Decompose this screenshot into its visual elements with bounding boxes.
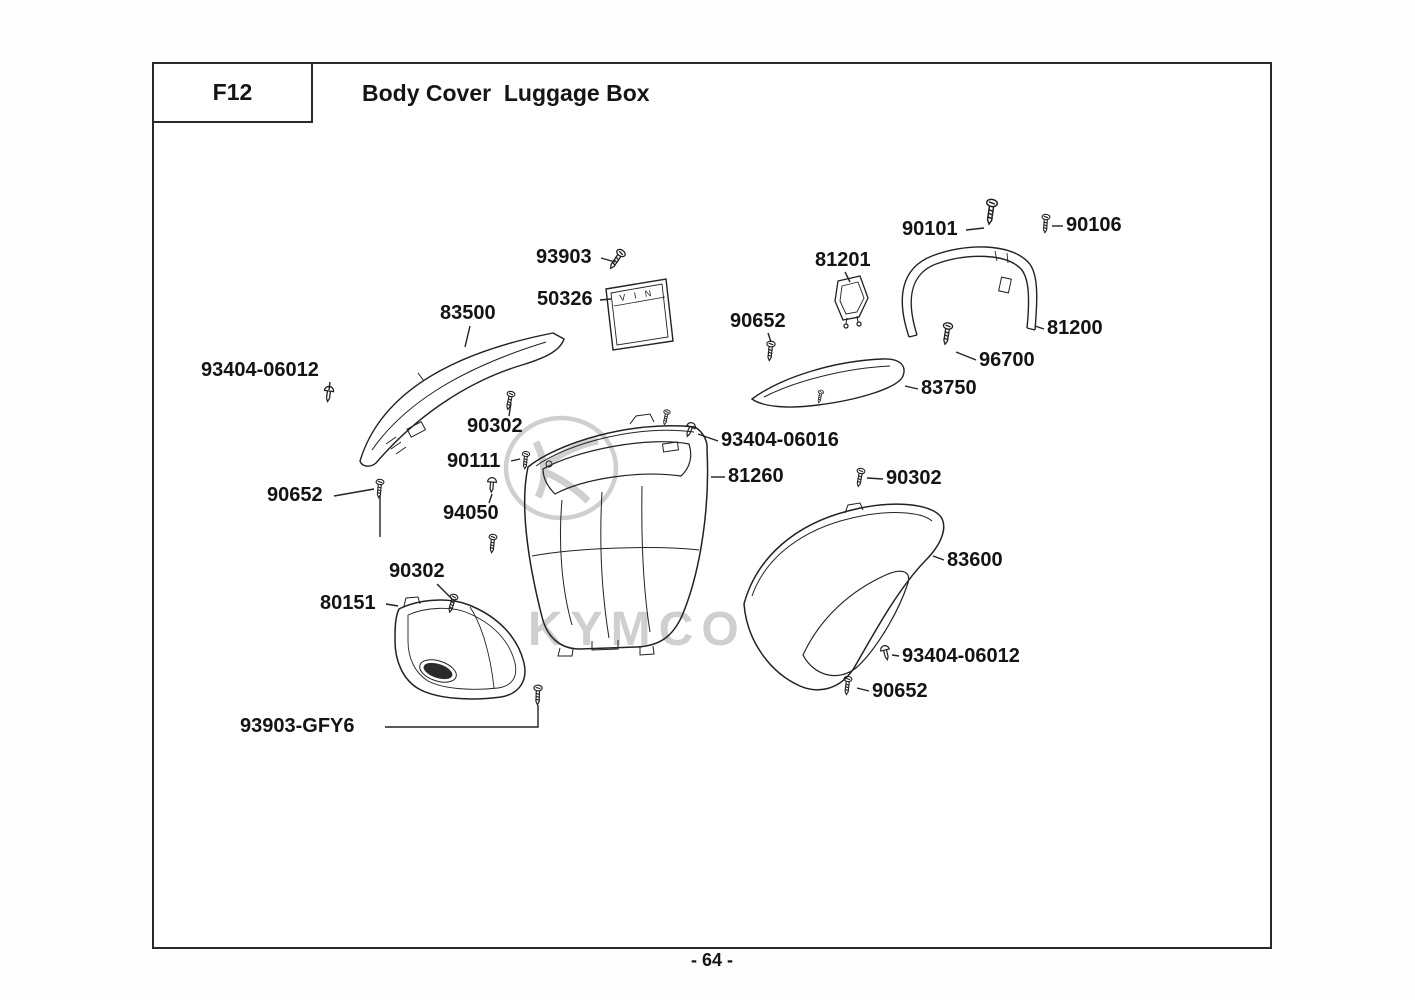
part-label-90302-b: 90302	[886, 467, 942, 489]
part-drawing-80151	[394, 596, 526, 700]
part-label-50326: 50326	[537, 288, 593, 310]
leader-83750	[904, 385, 919, 390]
leader-81200	[1034, 325, 1045, 330]
fastener-96700-icon	[939, 321, 954, 346]
watermark-text: KYMCO	[528, 603, 747, 656]
part-drawing-81201	[834, 275, 869, 329]
fastener-90302-c-icon	[445, 592, 460, 614]
page-number: - 64 -	[690, 950, 733, 970]
leader-50326	[599, 298, 612, 301]
part-label-93404-06016: 93404-06016	[721, 429, 839, 451]
section-code: F12	[212, 79, 253, 105]
part-label-90302-a: 90302	[467, 415, 523, 437]
part-drawing-83600	[743, 502, 945, 691]
fastener-90652-top-icon	[764, 340, 776, 362]
part-label-81260: 81260	[728, 465, 784, 487]
leader-93404-06012-b	[891, 654, 900, 657]
leader-90111	[510, 458, 521, 462]
part-label-93903-gfy6: 93903-GFY6	[240, 715, 355, 737]
part-label-80151: 80151	[320, 592, 376, 614]
part-label-81200: 81200	[1047, 317, 1103, 339]
fastener-94050-icon	[486, 476, 498, 493]
page-title: Body Cover Luggage Box	[362, 80, 650, 106]
part-label-93404-06012-a: 93404-06012	[201, 359, 319, 381]
leader-90101	[965, 227, 985, 231]
leader-94050	[488, 493, 493, 504]
fastener-93903-icon	[606, 247, 628, 272]
part-label-90302-c: 90302	[389, 560, 445, 582]
leader-80151	[385, 603, 399, 607]
fastener-lower-box-icon	[487, 533, 498, 554]
fastener-rim-pin-icon	[660, 408, 672, 426]
leader-lines	[328, 225, 1063, 728]
leader-93404-06012-a	[328, 381, 331, 391]
part-drawing-50326: V I N	[605, 278, 674, 351]
part-label-93404-06012-b: 93404-06012	[902, 645, 1020, 667]
part-label-94050: 94050	[443, 502, 499, 524]
part-label-90111: 90111	[447, 450, 501, 472]
leader-90302-b	[866, 477, 884, 480]
part-label-90101: 90101	[902, 218, 958, 240]
leader-90652-top	[767, 332, 772, 343]
leader-83500	[464, 325, 471, 348]
part-label-83600: 83600	[947, 549, 1003, 571]
part-label-93903: 93903	[536, 246, 592, 268]
fastener-93404-06012-b-icon	[879, 644, 893, 662]
fastener-90652-c-icon	[841, 675, 853, 696]
fastener-90101-icon	[983, 197, 999, 226]
part-label-90652-left: 90652	[267, 484, 323, 506]
leader-90652-c	[856, 687, 870, 692]
part-label-83750: 83750	[921, 377, 977, 399]
fastener-90106-icon	[1040, 213, 1051, 234]
part-label-81201: 81201	[815, 249, 871, 271]
leader-93903-gfy6	[385, 705, 539, 728]
diagram-frame	[152, 62, 1272, 949]
part-drawing-83500	[359, 332, 565, 467]
leader-90302-a	[508, 402, 512, 417]
part-label-90652-top: 90652	[730, 310, 786, 332]
leader-93404-06016	[697, 433, 719, 442]
leader-81201	[844, 271, 851, 283]
leader-96700	[955, 351, 977, 361]
part-label-90106: 90106	[1066, 214, 1122, 236]
part-label-90652-c: 90652	[872, 680, 928, 702]
part-drawing-83750	[750, 358, 905, 408]
leader-83600	[932, 555, 945, 561]
section-code-box: F12	[152, 62, 313, 123]
part-label-96700: 96700	[979, 349, 1035, 371]
leader-90302-c	[436, 583, 453, 600]
fastener-93903-gfy6-icon	[532, 684, 543, 706]
leader-93903	[600, 257, 616, 263]
part-drawing-81260	[523, 413, 709, 657]
vin-plate-text: V I N	[619, 288, 655, 303]
fastener-90302-b-icon	[853, 467, 866, 488]
fastener-93404-06016-icon	[682, 420, 698, 439]
fastener-garnish-pin-icon	[815, 389, 825, 404]
part-label-83500: 83500	[440, 302, 496, 324]
part-drawing-81200	[901, 246, 1038, 338]
leader-90652-left	[333, 488, 381, 537]
